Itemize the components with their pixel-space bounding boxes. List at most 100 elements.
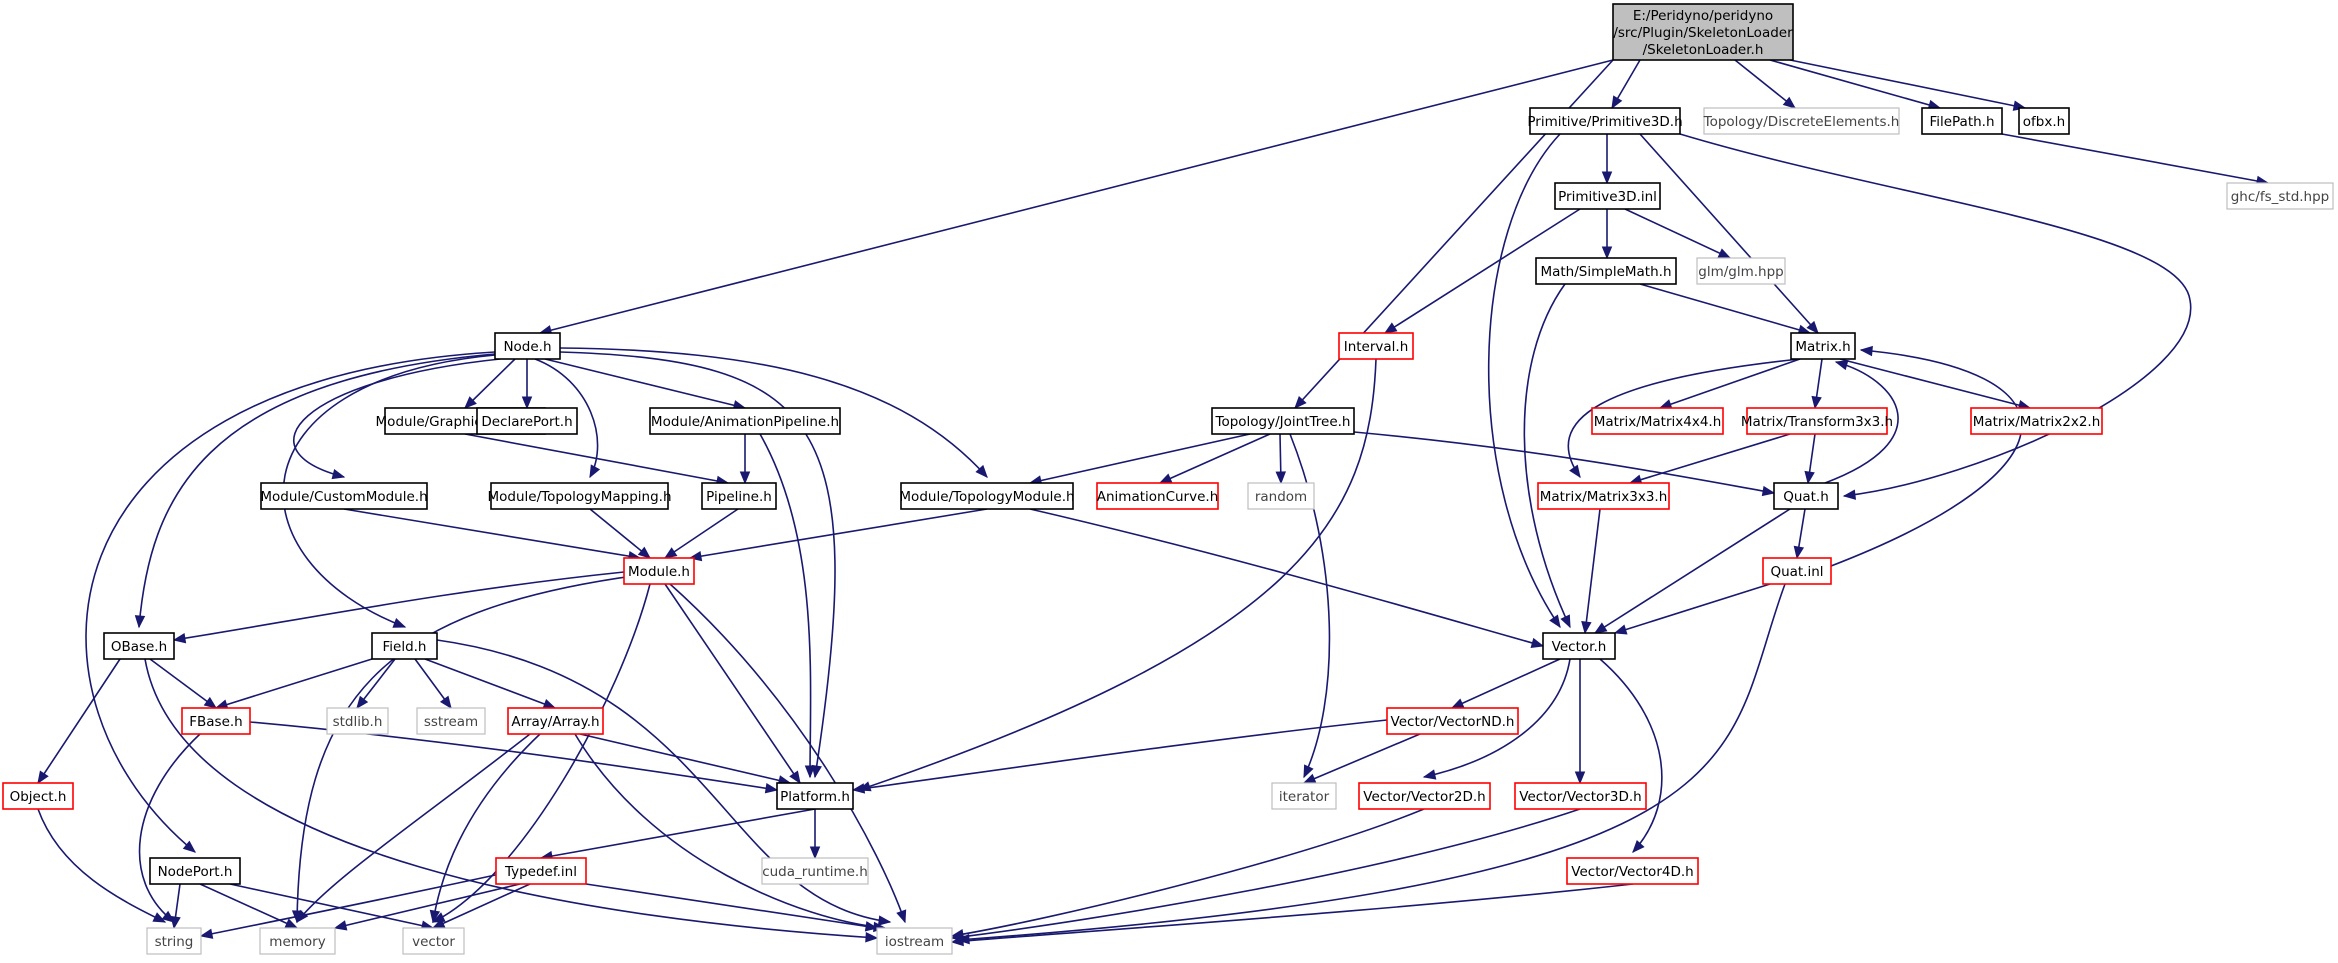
node-label-array: Array/Array.h [511,714,599,730]
node-label-typedef: Typedef.inl [504,864,577,880]
node-jointtree[interactable]: Topology/JointTree.h [1211,407,1355,435]
node-box-cudart [761,857,869,885]
arrowhead-pipeline-to-module [663,547,678,559]
node-typedef[interactable]: Typedef.inl [495,857,587,885]
node-label-random: random [1255,489,1307,505]
edge-typedef-to-memory [334,883,521,929]
edge-vecnd-to-iterator [1303,733,1421,784]
node-filepath[interactable]: FilePath.h [1921,107,2003,135]
node-label-prim3d: Primitive/Primitive3D.h [1527,114,1682,130]
edge-array-to-platform [579,733,791,784]
edge-platform-to-typedef [540,808,816,859]
node-m4x4[interactable]: Matrix/Matrix4x4.h [1591,407,1724,435]
node-pipeline[interactable]: Pipeline.h [701,482,777,510]
node-interval[interactable]: Interval.h [1338,332,1414,360]
node-label-field: Field.h [382,639,426,655]
edge-field-to-fbase [215,658,373,709]
node-label-ofbx: ofbx.h [2023,114,2065,130]
node-obase[interactable]: OBase.h [103,632,175,660]
node-module[interactable]: Module.h [623,557,695,585]
node-nodeport[interactable]: NodePort.h [149,857,241,885]
arrowhead-array-to-vectorstd [429,909,441,924]
node-box-sstream [416,707,486,735]
node-box-array [507,707,604,735]
node-label-obase: OBase.h [111,639,167,655]
node-simplemath[interactable]: Math/SimpleMath.h [1535,257,1677,285]
arrowhead-topomod-to-vector [1530,637,1545,648]
node-label-prim3dinl: Primitive3D.inl [1558,189,1657,205]
node-quatinl[interactable]: Quat.inl [1762,557,1832,585]
arrowhead-node-to-topomap [589,464,601,479]
edge-quatinl-to-vector [1614,583,1771,634]
node-label-fsstd: ghc/fs_std.hpp [2231,189,2330,205]
arrowhead-vec4d-to-iostream [950,935,964,947]
node-prim3d[interactable]: Primitive/Primitive3D.h [1527,107,1683,135]
edge-root-to-ofbx [1789,59,2026,109]
node-t3x3[interactable]: Matrix/Transform3x3.h [1741,407,1893,435]
edge-node-to-custmod [292,358,501,478]
edge-nodeport-to-vectorstd [229,883,434,929]
node-node[interactable]: Node.h [494,332,561,360]
edge-array-to-vectorstd [432,733,541,923]
node-label-stdlib: stdlib.h [333,714,383,730]
arrowhead-matrix-to-m3x3 [1569,464,1581,479]
node-fbase[interactable]: FBase.h [181,707,251,735]
node-box-m4x4 [1591,407,1724,435]
arrowhead-object-to-string [152,912,167,923]
node-animcurve[interactable]: AnimationCurve.h [1096,482,1219,510]
node-object[interactable]: Object.h [2,782,74,810]
arrowhead-vector-to-vec2d [1422,769,1437,780]
node-array[interactable]: Array/Array.h [507,707,604,735]
node-label-animpipe: Module/AnimationPipeline.h [651,414,839,430]
node-box-typedef [495,857,587,885]
node-m3x3[interactable]: Matrix/Matrix3x3.h [1537,482,1670,510]
node-field[interactable]: Field.h [371,632,438,660]
edge-jointtree-to-quat [1353,431,1775,494]
node-root[interactable]: E:/Peridyno/peridyno/src/Plugin/Skeleton… [1612,3,1794,61]
arrowhead-prim3d-to-quat [1842,489,1857,500]
node-box-vec4d [1566,857,1699,885]
edge-gfxpipe-to-pipeline [464,433,729,484]
node-prim3dinl[interactable]: Primitive3D.inl [1554,182,1661,210]
edge-node-to-gfxpipe [464,358,516,409]
node-label-vec4d: Vector/Vector4D.h [1571,864,1693,880]
node-box-animpipe [649,407,841,435]
arrowhead-obase-to-iostream [865,932,879,943]
arrowhead-field-to-sstream [439,695,452,710]
node-m2x2[interactable]: Matrix/Matrix2x2.h [1970,407,2103,435]
node-fsstd: ghc/fs_std.hpp [2226,182,2334,210]
node-topomap[interactable]: Module/TopologyMapping.h [487,482,672,510]
node-box-simplemath [1535,257,1677,285]
node-declport[interactable]: DeclarePort.h [476,407,578,435]
node-vec3d[interactable]: Vector/Vector3D.h [1514,782,1647,810]
node-label-m3x3: Matrix/Matrix3x3.h [1540,489,1668,505]
node-box-topomod [900,482,1074,510]
node-animpipe[interactable]: Module/AnimationPipeline.h [649,407,841,435]
edge-node-to-topomap [534,358,599,478]
node-label-sstream: sstream [424,714,478,730]
node-label-glm: glm/glm.hpp [1698,264,1783,280]
arrowhead-t3x3-to-quat [1804,470,1815,485]
node-vecnd[interactable]: Vector/VectorND.h [1386,707,1519,735]
node-platform[interactable]: Platform.h [776,782,854,810]
arrowhead-node-to-gfxpipe [464,396,477,409]
edge-filepath-to-fsstd [2001,133,2269,184]
node-custmod[interactable]: Module/CustomModule.h [260,482,428,510]
arrowhead-prim3dinl-to-simplemath [1601,246,1613,260]
node-topomod[interactable]: Module/TopologyModule.h [899,482,1075,510]
arrowhead-typedef-to-string [199,928,214,939]
arrowhead-node-to-nodeport [182,840,197,853]
node-label-animcurve: AnimationCurve.h [1097,489,1219,505]
node-vector[interactable]: Vector.h [1542,632,1616,660]
node-label-vec3d: Vector/Vector3D.h [1519,789,1641,805]
node-quat[interactable]: Quat.h [1773,482,1839,510]
node-matrix[interactable]: Matrix.h [1790,332,1856,360]
edge-typedef-to-vectorstd [432,883,531,929]
node-vec2d[interactable]: Vector/Vector2D.h [1358,782,1491,810]
arrowhead-jointtree-to-random [1275,471,1287,485]
node-box-filepath [1921,107,2003,135]
node-vec4d[interactable]: Vector/Vector4D.h [1566,857,1699,885]
arrowhead-matrix-to-t3x3 [1811,395,1822,410]
arrowhead-vector-to-vecnd [1450,698,1465,709]
node-ofbx[interactable]: ofbx.h [2018,107,2070,135]
